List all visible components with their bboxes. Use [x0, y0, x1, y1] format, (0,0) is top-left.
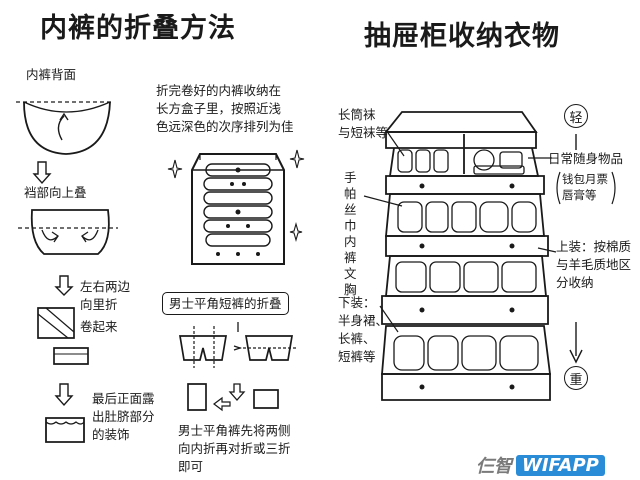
daily-items-line2: 唇膏等 — [562, 188, 597, 202]
heavy-label: 重 — [569, 372, 583, 388]
boxers-fold-illustration — [178, 322, 298, 412]
lower-line4: 短裤等 — [338, 349, 376, 364]
heavy-badge: 重 — [564, 366, 588, 390]
accessories-label: 手帕丝巾内裤文胸 — [344, 170, 357, 297]
briefs-side-fold-illustration — [37, 307, 75, 339]
sparkle-icon — [167, 159, 183, 179]
mens-note-line3: 即可 — [178, 459, 204, 474]
light-label: 轻 — [569, 110, 583, 126]
step2-line2: 向里折 — [80, 297, 118, 312]
step2-line1: 左右两边 — [80, 279, 131, 294]
mens-title: 男士平角短裤的折叠 — [162, 292, 289, 315]
storage-note-line1: 折完卷好的内裤收纳在 — [156, 83, 282, 98]
sparkle-icon — [289, 149, 305, 169]
watermark-brand: WIFAPP — [516, 454, 605, 476]
storage-note-line3: 色远深色的次序排列为佳 — [156, 119, 294, 134]
down-arrow-icon — [32, 161, 52, 185]
storage-note-line2: 长方盒子里，按照近浅 — [156, 101, 282, 116]
down-arrow-icon — [54, 275, 74, 296]
daily-label: 日常随身物品 — [548, 151, 624, 166]
down-arrow-icon — [54, 383, 74, 407]
back-label: 内裤背面 — [26, 67, 77, 82]
upper-line2: 与羊毛质地区 — [556, 257, 632, 272]
storage-box-illustration — [191, 153, 285, 265]
socks-line1: 长筒袜 — [338, 107, 376, 122]
watermark-cn: 仨智 — [476, 456, 512, 477]
step2-line3: 卷起来 — [80, 319, 118, 334]
lower-line1: 下装： — [338, 295, 376, 310]
briefs-rolled-illustration — [53, 347, 89, 365]
step1-label: 裆部向上叠 — [24, 185, 87, 200]
step3-line3: 的装饰 — [92, 427, 130, 442]
mens-note-line2: 向内折再对折或三折 — [178, 441, 291, 456]
lower-line2: 半身裙、 — [338, 313, 389, 328]
upper-line1: 上装：按棉质 — [556, 239, 632, 254]
light-badge: 轻 — [564, 104, 588, 128]
briefs-back-illustration — [16, 101, 112, 155]
left-title: 内裤的折叠方法 — [40, 13, 236, 44]
briefs-fold-up-illustration — [18, 209, 118, 255]
mens-note-line1: 男士平角裤先将两侧 — [178, 423, 291, 438]
sparkle-icon — [289, 221, 303, 243]
weight-scale-arrow — [569, 134, 583, 364]
briefs-final-roll-illustration — [45, 417, 85, 443]
upper-line3: 分收纳 — [556, 275, 594, 290]
socks-line2: 与短袜等 — [338, 125, 389, 140]
right-title: 抽屉柜收纳衣物 — [364, 21, 560, 52]
watermark: 仨智 WIFAPP — [476, 452, 605, 478]
step3-line1: 最后正面露 — [92, 391, 155, 406]
paren-brackets — [556, 171, 616, 205]
dresser-illustration — [381, 111, 552, 401]
step3-line2: 出肚脐部分 — [92, 409, 155, 424]
lower-line3: 长裤、 — [338, 331, 376, 346]
daily-items-line1: 钱包月票 — [562, 172, 608, 186]
